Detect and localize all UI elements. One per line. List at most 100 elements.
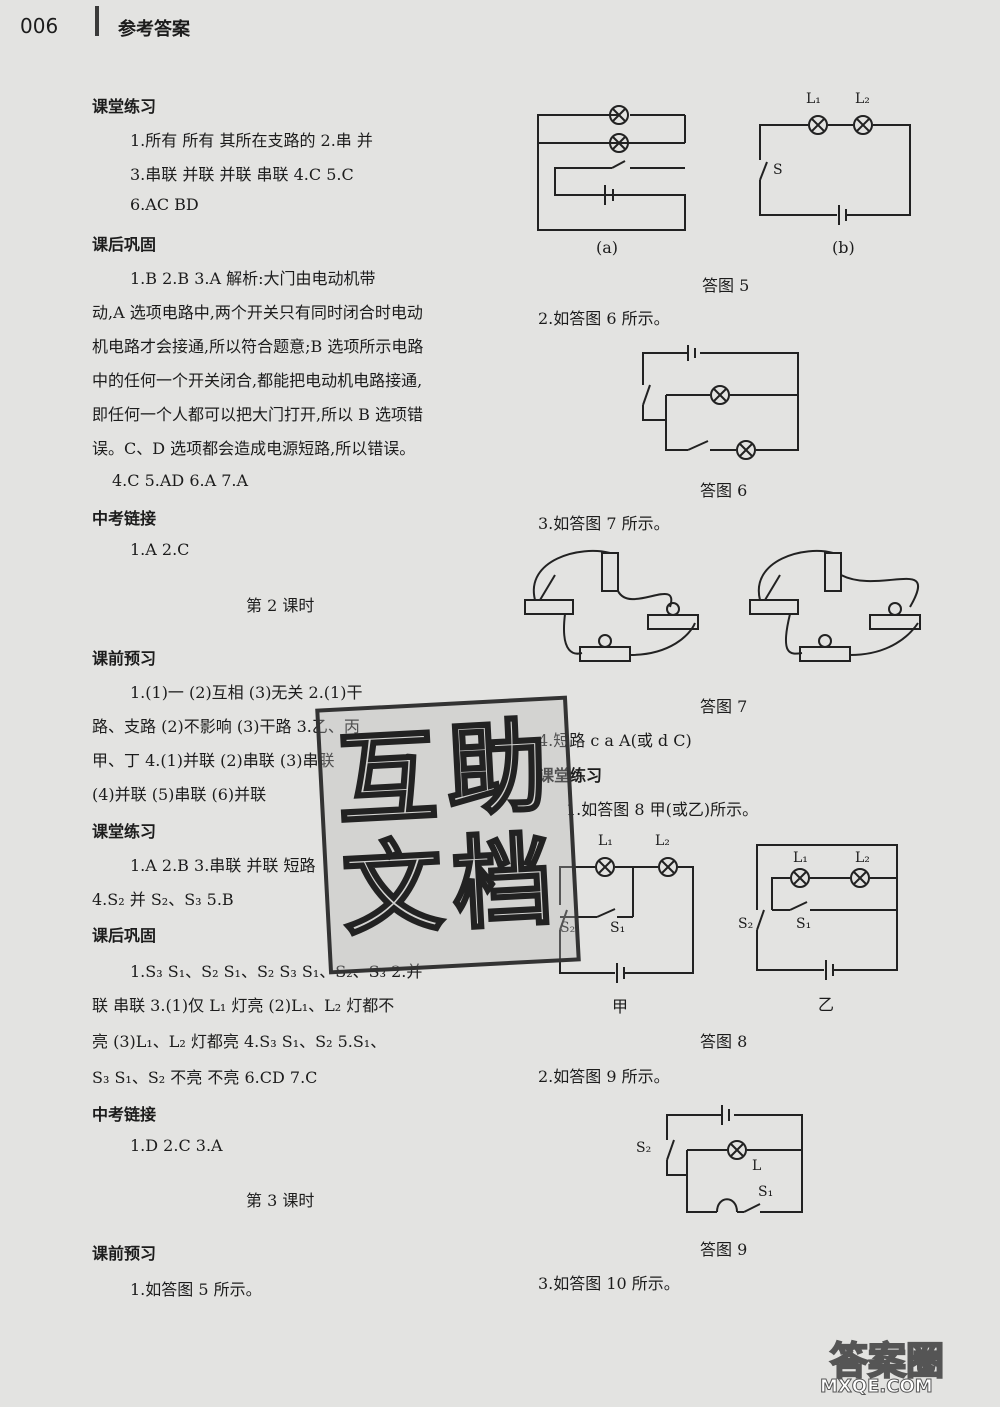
label-S1: S₁ [796, 916, 812, 932]
switch-icon [759, 161, 768, 181]
figure-label: (a) [596, 238, 619, 257]
answer-line: 机电路才会接通,所以符合题意;B 选项所示电路 [92, 337, 424, 356]
lamp-icon [647, 614, 699, 630]
answer-line: S₃ S₁、S₂ 不亮 不亮 6.CD 7.C [92, 1068, 318, 1087]
section-heading: 课后巩固 [92, 926, 157, 945]
label-S2: S₂ [738, 916, 754, 932]
site-watermark: 答案圈 MXQE.COM [760, 1330, 990, 1400]
figure-caption: 答图 5 [702, 276, 750, 295]
label-L2: L₂ [655, 833, 670, 849]
switch-icon [642, 384, 651, 406]
answer-line: 1.A 2.C [130, 540, 190, 559]
circuit-diagram-8-yi [756, 844, 898, 980]
answer-line: 1.D 2.C 3.A [130, 1136, 223, 1155]
figure-label: 甲 [612, 997, 629, 1016]
lamp-icon [736, 440, 756, 460]
label-L1: L₁ [793, 850, 808, 866]
section-heading: 中考链接 [92, 1105, 157, 1124]
battery-icon [601, 552, 619, 592]
lesson-title: 第 3 课时 [246, 1191, 315, 1210]
answer-line: 4.C 5.AD 6.A 7.A [112, 471, 249, 490]
stamp-char: 互 [332, 716, 441, 841]
page-title: 参考答案 [118, 19, 190, 40]
switch-icon [789, 901, 808, 911]
answer-line: 1.如答图 8 甲(或乙)所示。 [566, 800, 759, 819]
circuit-diagram-8-jia [559, 857, 694, 983]
section-heading: 课堂练习 [538, 766, 603, 785]
section-heading: 课前预习 [92, 649, 157, 668]
stamp-char: 助 [442, 706, 551, 831]
figure-caption: 答图 8 [700, 1032, 748, 1051]
label-L1: L₁ [806, 91, 821, 107]
section-heading: 中考链接 [92, 509, 157, 528]
lamp-icon [790, 868, 810, 888]
figure-caption: 答图 9 [700, 1240, 748, 1259]
lamp-icon [853, 115, 873, 135]
circuit-diagram-9 [666, 1105, 803, 1213]
answer-line: 甲、丁 4.(1)并联 (2)串联 (3)串联 [92, 751, 335, 770]
answer-line: 4.短路 c a A(或 d C) [538, 731, 692, 750]
lamp-icon [808, 115, 828, 135]
switch-icon [596, 908, 616, 918]
switch-icon [524, 599, 574, 615]
lamp-icon [850, 868, 870, 888]
answer-line: 动,A 选项电路中,两个开关只有同时闭合时电动 [92, 303, 423, 322]
switch-icon [743, 1203, 761, 1213]
lamp-icon [658, 857, 678, 877]
switch-icon [687, 440, 709, 451]
label-S2: S₂ [560, 920, 576, 936]
section-heading: 课堂练习 [92, 97, 157, 116]
lamp-icon [579, 646, 631, 662]
answer-line: 2.如答图 9 所示。 [538, 1067, 670, 1086]
lamp-icon [727, 1140, 747, 1160]
answer-line: 4.S₂ 并 S₂、S₃ 5.B [92, 890, 234, 909]
label-S2: S₂ [636, 1140, 652, 1156]
switch-icon [756, 909, 765, 931]
lamp-icon [799, 646, 851, 662]
answer-line: 1.如答图 5 所示。 [130, 1280, 262, 1299]
battery-icon [824, 552, 842, 592]
lamp-icon [710, 385, 730, 405]
circuit-diagram-5a [537, 105, 686, 231]
answer-line: 1.A 2.B 3.串联 并联 短路 [130, 856, 316, 875]
answer-line: 3.如答图 10 所示。 [538, 1274, 680, 1293]
answer-line: 即任何一个人都可以把大门打开,所以 B 选项错 [92, 405, 424, 424]
answer-line: 2.如答图 6 所示。 [538, 309, 670, 328]
lesson-title: 第 2 课时 [246, 596, 315, 615]
lamp-icon [869, 614, 921, 630]
figure-label: (b) [832, 238, 855, 257]
answer-line: 1.(1)一 (2)互相 (3)无关 2.(1)干 [130, 683, 363, 702]
stamp-char: 档 [448, 820, 557, 945]
answer-line: 亮 (3)L₁、L₂ 灯都亮 4.S₃ S₁、S₂ 5.S₁、 [92, 1032, 387, 1051]
label-S: S [773, 162, 783, 178]
circuit-diagram-6 [642, 345, 799, 460]
circuit-diagram-5b [759, 115, 911, 225]
answer-line: 1.所有 所有 其所在支路的 2.串 并 [130, 131, 373, 150]
section-heading: 课堂练习 [92, 822, 157, 841]
stamp-char: 文 [338, 826, 447, 951]
label-S1: S₁ [610, 920, 626, 936]
answer-line: 1.B 2.B 3.A 解析:大门由电动机带 [130, 269, 376, 288]
label-S1: S₁ [758, 1184, 774, 1200]
answer-line: 联 串联 3.(1)仅 L₁ 灯亮 (2)L₁、L₂ 灯都不 [92, 996, 395, 1015]
answer-line: 路、支路 (2)不影响 (3)干路 3.乙、丙 [92, 717, 360, 736]
switch-icon [749, 599, 799, 615]
header-divider [95, 6, 99, 36]
watermark-stamp: 互 助 文 档 [315, 695, 581, 975]
switch-icon [559, 909, 568, 931]
answer-line: 1.S₃ S₁、S₂ S₁、S₂ S₃ S₁、S₂、S₃ 2.并 [130, 962, 423, 981]
figure-caption: 答图 7 [700, 697, 748, 716]
section-heading: 课后巩固 [92, 235, 157, 254]
figure-label: 乙 [818, 995, 835, 1014]
switch-icon [666, 1139, 675, 1161]
answer-line: 中的任何一个开关闭合,都能把电动机电路接通, [92, 371, 423, 390]
label-L2: L₂ [855, 91, 870, 107]
figure-caption: 答图 6 [700, 481, 748, 500]
label-L: L [752, 1158, 762, 1174]
answer-line: 6.AC BD [130, 195, 199, 214]
lamp-icon [609, 133, 629, 153]
label-L1: L₁ [598, 833, 613, 849]
bell-icon [716, 1198, 738, 1213]
lamp-icon [595, 857, 615, 877]
label-L2: L₂ [855, 850, 870, 866]
